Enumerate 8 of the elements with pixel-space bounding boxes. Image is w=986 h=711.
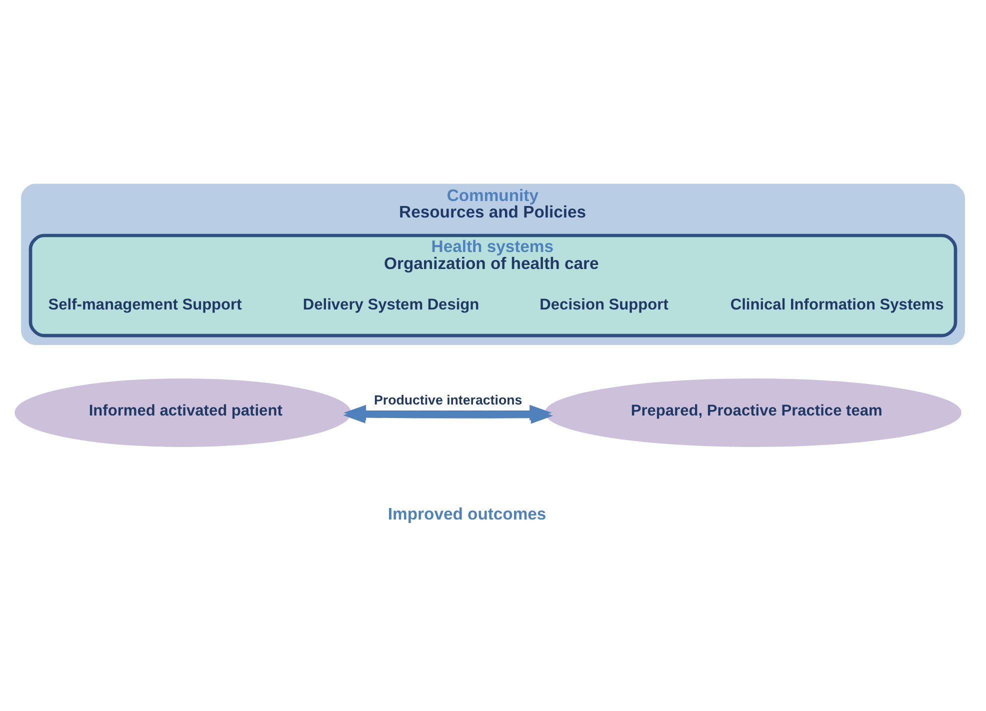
node-text: Self-management Support [48,296,242,314]
node-text: Clinical Information Systems [730,296,944,314]
node-ellipse: Informed activated patient [14,378,351,446]
edge-label: Productive interactions [374,392,522,407]
node-text: Decision Support [540,296,668,314]
node-ellipse: Prepared, Proactive Practice team [544,378,962,446]
label: Improved outcomes [388,504,546,523]
node-text: Delivery System Design [302,296,480,314]
